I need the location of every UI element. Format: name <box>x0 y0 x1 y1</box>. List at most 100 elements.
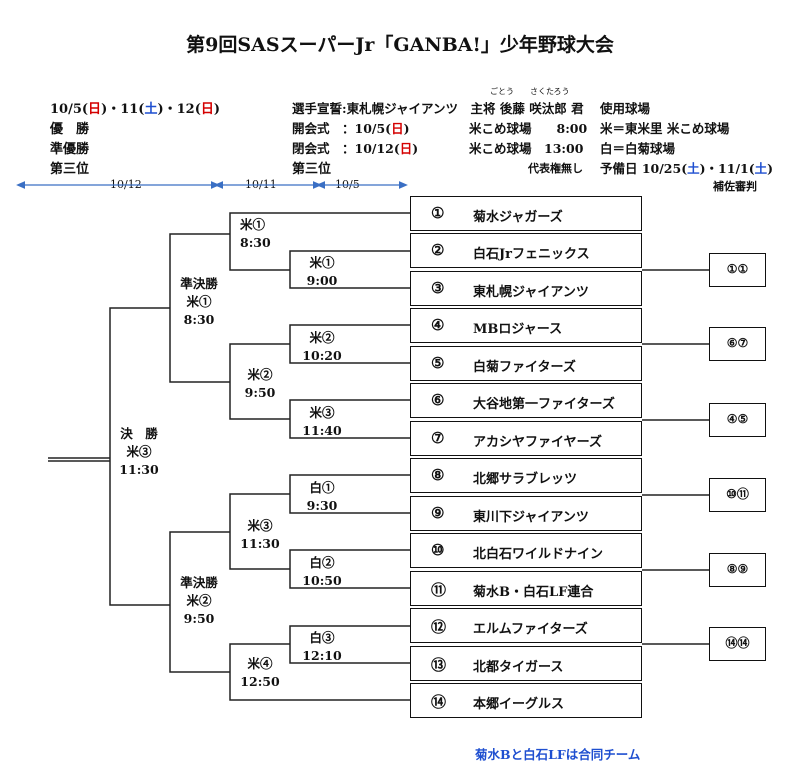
game-label: 米② 9:50 <box>232 366 288 402</box>
tournament-dates: 10/5(日)・11(土)・12(日) <box>50 98 220 117</box>
umpire-box: ⑥⑦ <box>709 327 766 361</box>
team-number: ① <box>431 204 445 222</box>
team-name: MBロジャース <box>473 322 563 337</box>
umpire-box: ⑧⑨ <box>709 553 766 587</box>
line-team2-3 <box>289 250 410 289</box>
third-place-info: 第三位 <box>292 162 332 177</box>
game-label: 米③ 11:30 <box>232 517 288 553</box>
reserve-prefix: 予備日 10/25( <box>600 161 688 176</box>
game-label: 白② 10:50 <box>292 554 352 590</box>
runner-up-label: 準優勝 <box>50 142 90 157</box>
umpire-box: ⑩⑪ <box>709 478 766 512</box>
field-shiragiku: 白＝白菊球場 <box>600 141 676 156</box>
dates-part: )・11( <box>101 102 145 117</box>
team-number: ⑩ <box>431 541 445 559</box>
team-box: ③ 東札幌ジャイアンツ <box>410 271 642 306</box>
umpire-box: ①① <box>709 253 766 287</box>
oath-name: 後藤 咲汰郎 君 <box>499 101 584 116</box>
team-box: ⑬ 北都タイガース <box>410 646 642 681</box>
game-round: 準決勝 <box>180 276 218 291</box>
opening-venue: 米こめ球場 8:00 <box>469 121 588 136</box>
team-number: ⑬ <box>431 656 447 674</box>
team-number: ⑥ <box>431 391 445 409</box>
game-venue: 米② <box>309 330 335 345</box>
field-kome: 米＝東米里 米こめ球場 <box>600 121 730 136</box>
reserve-saturday-1: 土 <box>687 161 700 176</box>
reserve-saturday-2: 土 <box>754 161 768 176</box>
team-number: ⑤ <box>431 354 445 372</box>
team-name: 東札幌ジャイアンツ <box>473 285 589 300</box>
team-name: 大谷地第一ファイターズ <box>473 397 615 412</box>
team-name: 北白石ワイルドナイン <box>473 547 604 562</box>
fields-title: 使用球場 <box>600 101 651 116</box>
game-venue: 米② <box>186 593 212 608</box>
game-venue: 米① <box>309 255 335 270</box>
dates-sunday: 日 <box>88 102 102 117</box>
dates-part: ) <box>213 102 221 117</box>
no-representation-note: 代表権無し <box>528 162 583 175</box>
team-number: ③ <box>431 279 445 297</box>
closing-venue: 米こめ球場 13:00 <box>469 141 584 156</box>
team-name: 北都タイガース <box>473 660 564 675</box>
team-name: 菊水B・白石LF連合 <box>473 585 594 600</box>
team-number: ⑦ <box>431 429 445 447</box>
team-number: ⑨ <box>431 504 445 522</box>
game-label: 白③ 12:10 <box>292 629 352 665</box>
game-venue: 米① <box>186 294 212 309</box>
opening-ceremony: 開会式 ：10/5(日) <box>292 118 410 137</box>
team-name: アカシヤファイヤーズ <box>473 435 602 450</box>
game-label: 米③ 11:40 <box>292 404 352 440</box>
reserve-days: 予備日 10/25(土)・11/1(土) <box>600 158 773 177</box>
team-number: ⑧ <box>431 466 445 484</box>
game-venue: 米③ <box>309 405 335 420</box>
team-number: ⑫ <box>431 618 447 636</box>
assistant-umpire-title: 補佐審判 <box>713 180 757 193</box>
umpire-box: ⑭⑭ <box>709 627 766 661</box>
game-label: 白① 9:30 <box>292 479 352 515</box>
game-time: 9:50 <box>183 611 215 626</box>
team-number: ② <box>431 241 445 259</box>
closing-suffix: ) <box>412 141 419 156</box>
closing-day: 日 <box>399 141 413 156</box>
game-time: 9:00 <box>306 273 338 288</box>
team-name: 北郷サラブレッツ <box>473 472 578 487</box>
game-time: 10:50 <box>302 573 342 588</box>
game-venue: 白③ <box>309 630 335 645</box>
team-box: ⑦ アカシヤファイヤーズ <box>410 421 642 456</box>
dates-sunday-2: 日 <box>200 102 214 117</box>
game-venue: 白② <box>309 555 335 570</box>
oath-prefix: 選手宣誓:東札幌ジャイアンツ 主将 <box>292 101 496 116</box>
game-time: 11:30 <box>119 462 159 477</box>
game-time: 9:30 <box>306 498 338 513</box>
game-time: 12:10 <box>302 648 342 663</box>
reserve-mid: )・11/1( <box>699 161 755 176</box>
line-sf2 <box>169 531 230 673</box>
game-time: 11:30 <box>240 536 280 551</box>
game-time: 11:40 <box>302 423 342 438</box>
game-venue: 白① <box>309 480 335 495</box>
team-name: 本郷イーグルス <box>473 697 565 712</box>
team-box: ⑥ 大谷地第一ファイターズ <box>410 383 642 418</box>
dates-part: )・12( <box>157 102 201 117</box>
game-time: 10:20 <box>302 348 342 363</box>
game-venue: 米② <box>247 367 273 382</box>
game-venue: 米③ <box>247 518 273 533</box>
game-time: 9:50 <box>244 385 276 400</box>
winner-label: 優 勝 <box>50 122 90 137</box>
team-box: ⑧ 北郷サラブレッツ <box>410 458 642 493</box>
team-name: 菊水ジャガーズ <box>473 210 563 225</box>
third-place-label: 第三位 <box>50 162 90 177</box>
opening-label: 開会式 ：10/5( <box>292 121 392 136</box>
game-time: 8:30 <box>240 235 271 250</box>
team-box: ⑩ 北白石ワイルドナイン <box>410 533 642 568</box>
